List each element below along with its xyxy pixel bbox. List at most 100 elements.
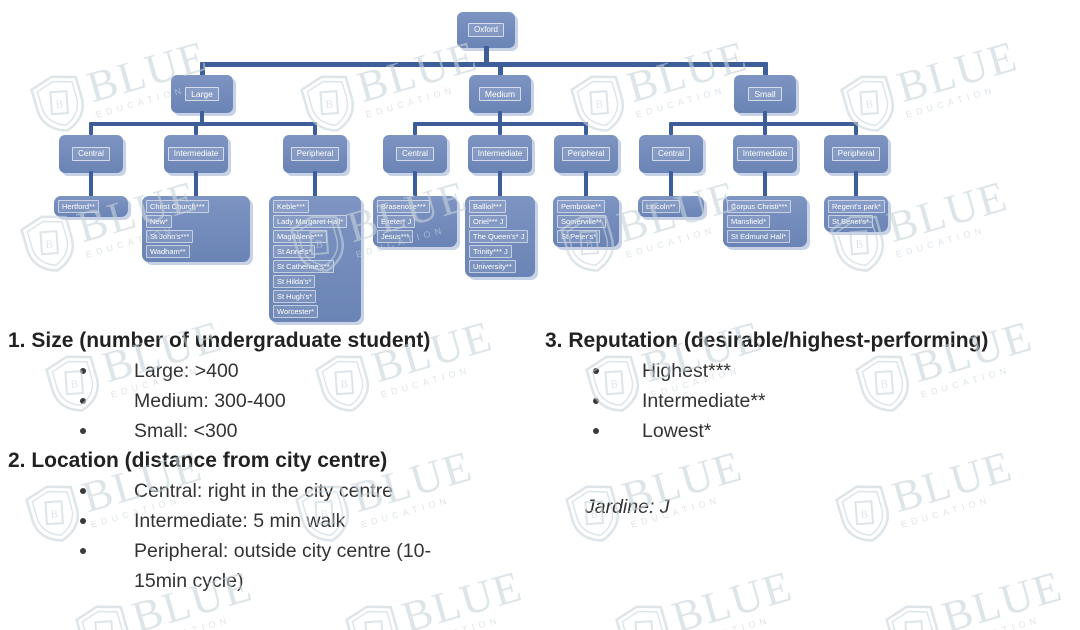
legend-section-location: 2. Location (distance from city centre) … [8, 446, 540, 596]
college-item: Exeter* J [377, 215, 416, 228]
college-item: New* [146, 215, 172, 228]
connector-list-drop [413, 171, 417, 197]
college-list: Hertford** [54, 196, 128, 217]
college-list: Regent's park*St Benet's* [824, 196, 888, 232]
legend-item-text: Small: <300 [134, 420, 238, 442]
category-node-small-central-label: Central [652, 147, 690, 161]
college-item: Jesus*** [377, 230, 414, 243]
college-item: St John's*** [146, 230, 194, 243]
college-item: St Hugh's* [273, 290, 317, 303]
category-node-large-peripheral: Peripheral [283, 135, 347, 173]
college-item: St Benet's* [828, 215, 873, 228]
college-item: Lincoln** [642, 200, 680, 213]
college-item: Keble*** [273, 200, 309, 213]
legend-item: Intermediate** [545, 386, 1075, 416]
college-item: Lady Margaret Hall* [273, 215, 348, 228]
legend-section-reputation: 3. Reputation (desirable/highest-perform… [545, 326, 1075, 446]
legend-item-text: Large: >400 [134, 360, 239, 382]
legend-section-size: 1. Size (number of undergraduate student… [8, 326, 540, 446]
category-node-large-central-label: Central [72, 147, 110, 161]
legend-item-text: Central: right in the city centre [134, 480, 394, 502]
college-item: Trinity*** J [469, 245, 512, 258]
college-list: Pembroke**Somerville**St Peter's* [553, 196, 619, 247]
legend-item: Highest*** [545, 356, 1075, 386]
college-list: Keble*** Lady Margaret Hall* Magdalene*** S… [269, 196, 361, 322]
connector-rank1-hline [200, 62, 768, 67]
college-item: Brasenose*** [377, 200, 430, 213]
category-node-small-intermediate-label: Intermediate [736, 147, 794, 161]
legend-item-text: Highest*** [642, 360, 731, 382]
category-node-small-peripheral: Peripheral [824, 135, 888, 173]
connector-list-drop [854, 171, 858, 197]
bullet-icon [80, 368, 86, 374]
college-item: Corpus Christi*** [727, 200, 792, 213]
college-item: Pembroke** [557, 200, 606, 213]
category-node-large-intermediate: Intermediate [164, 135, 228, 173]
bullet-icon [80, 548, 86, 554]
bullet-icon [80, 518, 86, 524]
legend-section-title: 2. Location (distance from city centre) [8, 449, 388, 472]
tree-node-large: Large [171, 75, 233, 113]
tree-node-root: Oxford [457, 12, 515, 48]
jardine-note: Jardine: J [585, 496, 670, 518]
legend-section-title: 1. Size (number of undergraduate student… [8, 329, 431, 352]
college-item: Magdalene*** [273, 230, 327, 243]
legend-item: Lowest* [545, 416, 1075, 446]
legend-item-text: Intermediate** [642, 390, 766, 412]
connector-list-drop [313, 171, 317, 197]
category-node-large-peripheral-label: Peripheral [290, 147, 340, 161]
tree-node-medium-label: Medium [478, 87, 522, 101]
bullet-icon [593, 368, 599, 374]
connector-size-down [200, 111, 204, 123]
legend-item: Small: <300 [8, 416, 540, 446]
connector-size-drop [763, 66, 768, 76]
bullet-icon [80, 428, 86, 434]
college-item: St Hilda's* [273, 275, 316, 288]
connector-loc-drop [584, 125, 588, 135]
category-node-medium-central: Central [383, 135, 447, 173]
legend-item-text: Medium: 300-400 [134, 390, 286, 412]
category-node-small-peripheral-label: Peripheral [831, 147, 881, 161]
connector-size-down [498, 111, 502, 123]
legend-item: Large: >400 [8, 356, 540, 386]
connector-loc-drop [763, 125, 767, 135]
college-item: The Queen's* J [469, 230, 529, 243]
connector-loc-drop [89, 125, 93, 135]
category-node-medium-intermediate: Intermediate [468, 135, 532, 173]
connector-list-drop [584, 171, 588, 197]
college-item: Oriel*** J [469, 215, 508, 228]
category-node-large-intermediate-label: Intermediate [167, 147, 225, 161]
tree-node-large-label: Large [185, 87, 219, 101]
tree-node-small-label: Small [748, 87, 782, 101]
college-item: University** [469, 260, 516, 273]
bullet-icon [80, 398, 86, 404]
legend-item: Central: right in the city centre [8, 476, 540, 506]
tree-node-small: Small [734, 75, 796, 113]
connector-loc-drop [669, 125, 673, 135]
connector-list-drop [89, 171, 93, 197]
college-list: Corpus Christi*** Mansfield* St Edmund Hal… [723, 196, 807, 247]
legend-item: Medium: 300-400 [8, 386, 540, 416]
college-item: Mansfield* [727, 215, 771, 228]
college-item: St Anne's* [273, 245, 316, 258]
connector-rank2-hline [669, 122, 858, 126]
legend-item: Intermediate: 5 min walk [8, 506, 540, 536]
legend-section-title: 3. Reputation (desirable/highest-perform… [545, 329, 989, 352]
connector-size-drop [200, 66, 205, 76]
college-list: Brasenose*** Exeter* J Jesus*** [373, 196, 457, 247]
connector-list-drop [669, 171, 673, 197]
category-node-medium-peripheral: Peripheral [554, 135, 618, 173]
connector-size-drop [498, 66, 503, 76]
connector-loc-drop [413, 125, 417, 135]
legend-item-text: Peripheral: outside city centre (10- 15m… [134, 540, 431, 592]
tree-node-medium: Medium [469, 75, 531, 113]
connector-loc-drop [313, 125, 317, 135]
connector-list-drop [763, 171, 767, 197]
bullet-icon [593, 428, 599, 434]
college-item: St Edmund Hall* [727, 230, 791, 243]
category-node-medium-central-label: Central [396, 147, 434, 161]
category-node-small-intermediate: Intermediate [733, 135, 797, 173]
college-item: Hertford** [58, 200, 99, 213]
college-list: Lincoln** [638, 196, 704, 217]
